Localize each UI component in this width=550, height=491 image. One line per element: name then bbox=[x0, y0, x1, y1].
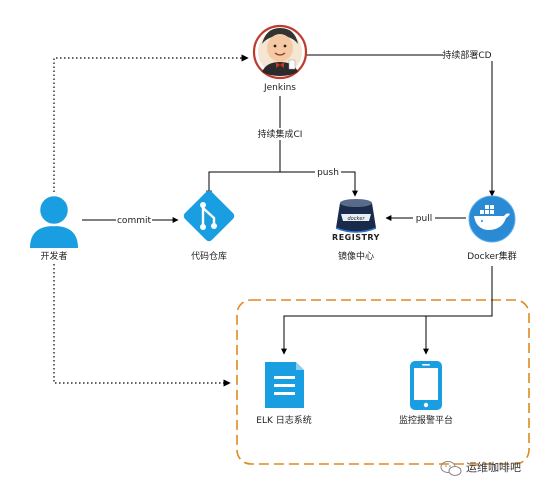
svg-text:docker: docker bbox=[347, 216, 365, 222]
monitor-node[interactable]: 监控报警平台 bbox=[399, 361, 453, 426]
git-icon bbox=[183, 190, 235, 242]
svg-text:pull: pull bbox=[416, 214, 432, 224]
edge-dev-to-monitoring bbox=[53, 264, 231, 387]
jenkins-node[interactable]: Jenkins bbox=[252, 24, 308, 93]
docker-cluster-label: Docker集群 bbox=[467, 250, 517, 262]
edge-label-push: push bbox=[315, 166, 341, 178]
svg-text:push: push bbox=[317, 168, 339, 178]
docker-cluster-node[interactable]: Docker集群 bbox=[467, 195, 517, 262]
monitoring-group-box bbox=[236, 299, 530, 465]
edge-label-cd: 持续部署CD bbox=[442, 49, 493, 61]
elk-node[interactable]: ELK 日志系统 bbox=[256, 362, 312, 426]
svg-text:REGISTRY: REGISTRY bbox=[332, 233, 380, 242]
mobile-phone-icon bbox=[410, 361, 442, 410]
edge-docker-to-elk bbox=[281, 266, 493, 355]
registry-label: 镜像中心 bbox=[338, 250, 374, 262]
edge-dev-to-jenkins bbox=[53, 54, 249, 196]
developer-node[interactable]: 开发者 bbox=[30, 193, 78, 262]
edge-label-commit: commit bbox=[116, 214, 152, 226]
svg-text:持续部署CD: 持续部署CD bbox=[442, 49, 491, 61]
monitor-label: 监控报警平台 bbox=[399, 414, 453, 426]
elk-label: ELK 日志系统 bbox=[256, 414, 311, 426]
edge-label-ci: 持续集成CI bbox=[253, 128, 307, 140]
code-repo-node[interactable]: 代码仓库 bbox=[182, 189, 236, 262]
jenkins-butler-icon bbox=[252, 24, 308, 80]
wechat-icon bbox=[440, 461, 462, 476]
user-icon bbox=[30, 193, 78, 248]
jenkins-label: Jenkins bbox=[263, 83, 296, 93]
code-repo-label: 代码仓库 bbox=[191, 250, 227, 262]
docker-whale-icon bbox=[468, 195, 516, 243]
document-icon bbox=[265, 362, 304, 408]
svg-text:commit: commit bbox=[117, 216, 151, 226]
svg-text:运维咖啡吧: 运维咖啡吧 bbox=[466, 460, 521, 474]
svg-text:持续集成CI: 持续集成CI bbox=[258, 128, 303, 140]
watermark: 运维咖啡吧 bbox=[440, 460, 521, 476]
docker-registry-icon: docker REGISTRY bbox=[332, 199, 380, 242]
developer-label: 开发者 bbox=[40, 250, 67, 262]
edge-push bbox=[280, 171, 358, 197]
registry-node[interactable]: docker REGISTRY 镜像中心 bbox=[332, 199, 380, 262]
edge-label-pull: pull bbox=[413, 212, 435, 224]
edge-ci-to-repo bbox=[206, 171, 280, 197]
